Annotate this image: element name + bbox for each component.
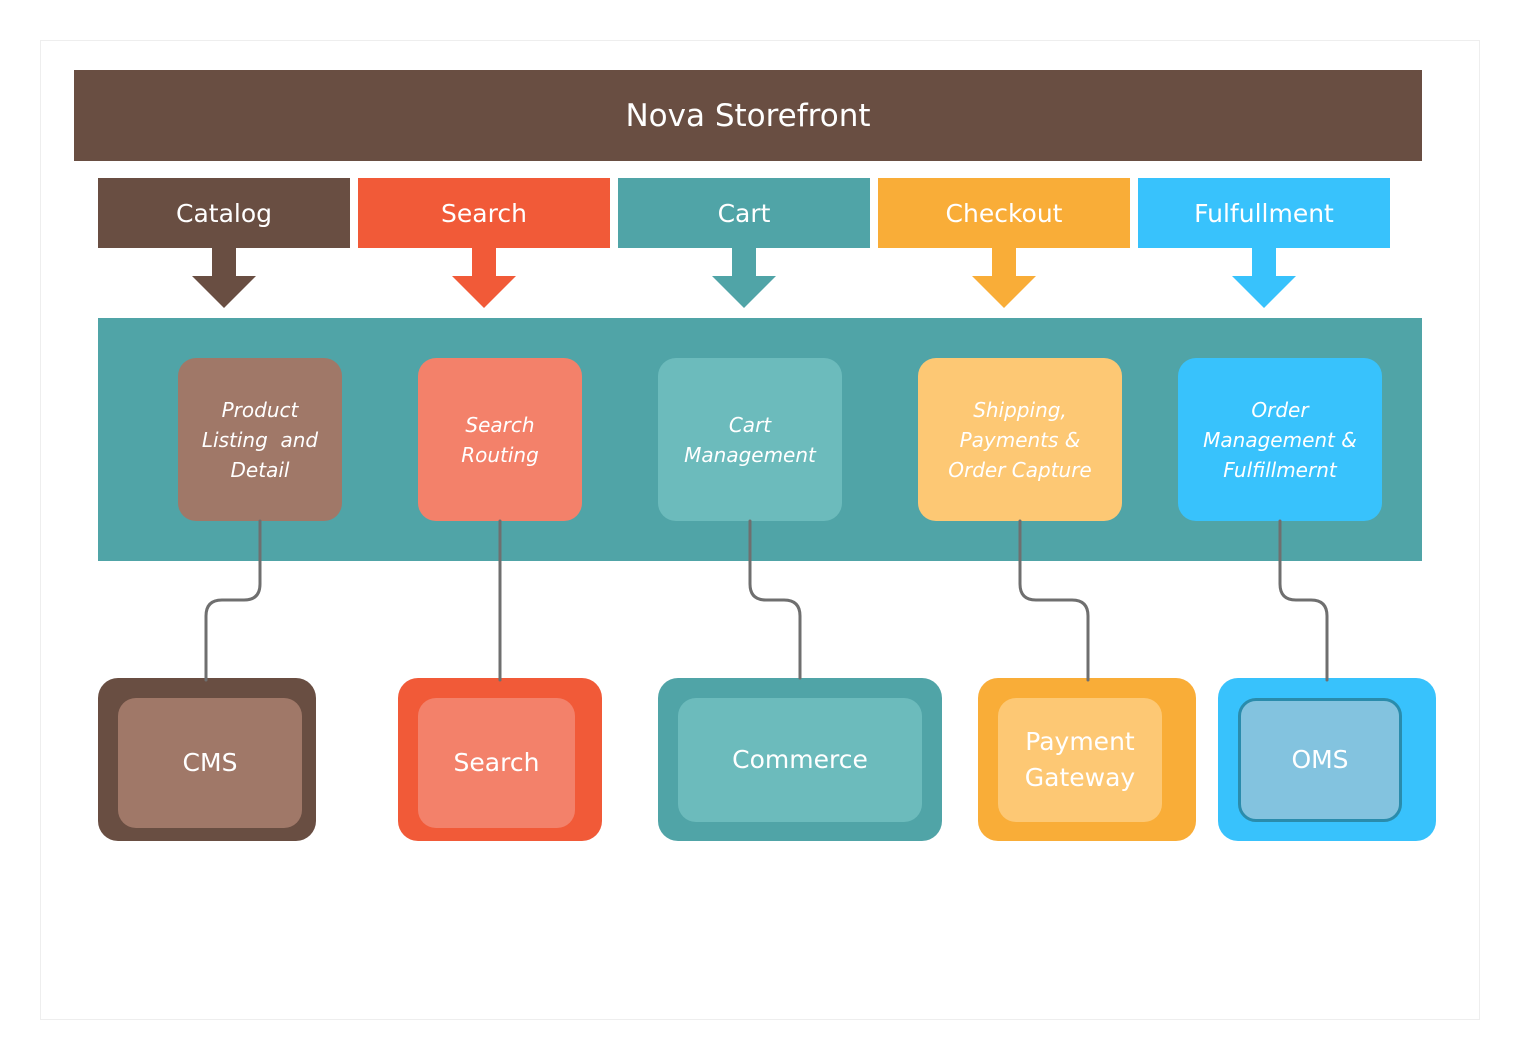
system-label: Payment — [1025, 727, 1135, 756]
system-payment-gateway-inner: Payment Gateway — [998, 698, 1162, 822]
category-label: Search — [441, 198, 527, 228]
category-label: Fulfullment — [1194, 198, 1334, 228]
service-line: Payments & — [959, 427, 1081, 452]
service-line: Search — [465, 412, 535, 437]
system-label: OMS — [1291, 745, 1349, 774]
category-label: Cart — [717, 198, 771, 228]
system-search-inner: Search — [418, 698, 575, 828]
system-oms-inner: OMS — [1238, 698, 1402, 822]
system-commerce: Commerce — [658, 678, 942, 841]
system-cms: CMS — [98, 678, 316, 841]
service-search-routing: Search Routing — [418, 358, 582, 521]
system-cms-inner: CMS — [118, 698, 302, 828]
service-line: Management & — [1203, 427, 1357, 452]
system-label: Gateway — [1024, 763, 1136, 792]
diagram-title: Nova Storefront — [625, 97, 871, 134]
service-line: Management — [684, 442, 816, 467]
system-label: Search — [453, 748, 540, 777]
service-line: Order — [1251, 397, 1309, 422]
category-checkout: Checkout — [878, 178, 1130, 248]
service-line: Shipping, — [973, 397, 1067, 422]
category-label: Checkout — [945, 198, 1063, 228]
system-label: Commerce — [732, 745, 868, 774]
service-line: Order Capture — [948, 457, 1092, 482]
system-search: Search — [398, 678, 602, 841]
category-search: Search — [358, 178, 610, 248]
service-order-management: Order Management & Fulfillmernt — [1178, 358, 1382, 521]
service-line: Fulfillmernt — [1223, 457, 1337, 482]
service-line: Detail — [230, 457, 290, 482]
service-shipping-payments: Shipping, Payments & Order Capture — [918, 358, 1122, 521]
system-label: CMS — [182, 748, 238, 777]
service-line: Listing and — [201, 427, 319, 452]
system-oms: OMS — [1218, 678, 1436, 841]
service-line: Cart — [728, 412, 772, 437]
category-label: Catalog — [175, 198, 272, 228]
category-catalog: Catalog — [98, 178, 350, 248]
service-product-listing: Product Listing and Detail — [178, 358, 342, 521]
title-bar: Nova Storefront — [74, 70, 1422, 161]
category-fulfullment: Fulfullment — [1138, 178, 1390, 248]
system-payment-gateway: Payment Gateway — [978, 678, 1196, 841]
system-commerce-inner: Commerce — [678, 698, 922, 822]
category-cart: Cart — [618, 178, 870, 248]
service-cart-management: Cart Management — [658, 358, 842, 521]
service-line: Product — [221, 397, 299, 422]
service-line: Routing — [461, 442, 539, 467]
